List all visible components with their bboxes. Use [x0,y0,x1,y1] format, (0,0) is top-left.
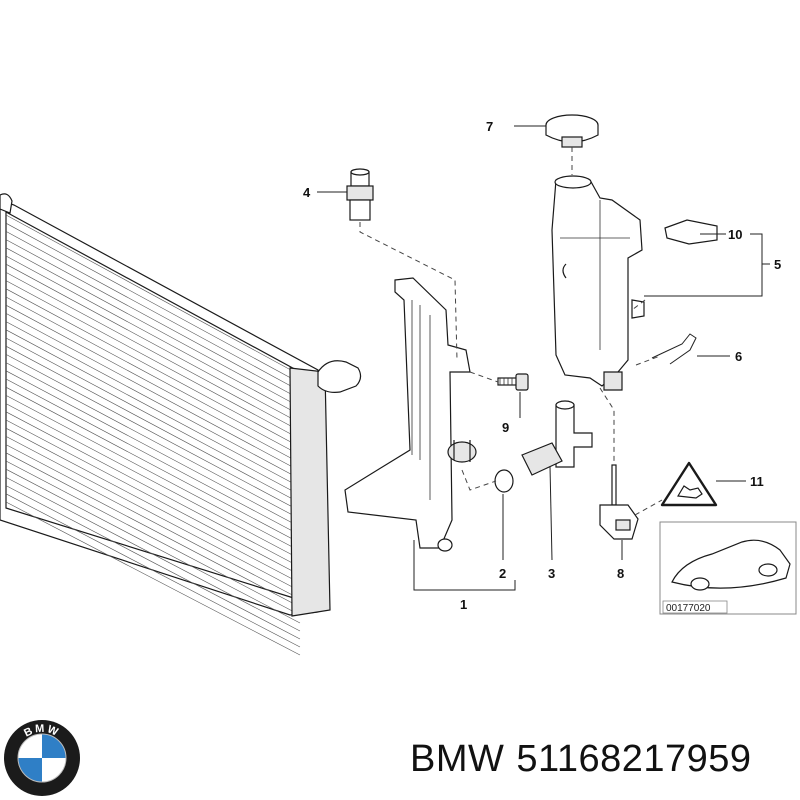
radiator-fin-line [5,419,301,576]
callout-2: 2 [499,566,506,581]
radiator-fin-line [5,296,301,456]
callout-7: 7 [486,119,493,134]
radiator-fin-line [5,370,301,528]
cap-part-7 [545,114,599,148]
callout-11: 11 [750,474,764,489]
radiator-fin-line [5,239,301,400]
screw-part-9 [497,373,529,391]
brand-name: BMW [410,738,505,780]
svg-text:BMW: BMW [22,723,61,740]
callout-labels: 1 2 3 4 5 6 7 8 9 10 11 [303,119,781,612]
radiator-fin-line [5,362,301,520]
radiator-fin-line [5,280,301,440]
elbow-connector-part-3 [521,400,593,476]
callout-10: 10 [728,227,742,242]
radiator-fin-line [5,411,301,568]
part-caption: BMW 51168217959 [410,738,752,781]
radiator-fin-line [5,288,301,448]
callout-1: 1 [460,597,467,612]
radiator-fin-line [5,378,301,536]
clip-part-10 [664,219,718,245]
radiator-fin-line [5,444,301,600]
radiator-fin-line [5,231,301,392]
radiator-fin-line [5,395,301,552]
radiator-fin-line [5,313,301,472]
bmw-logo: BMW [4,720,80,796]
radiator-fin-line [5,222,301,384]
radiator-fin-line [5,452,301,608]
radiator-fin-line [5,345,301,504]
o-ring-part-2 [494,469,514,493]
radiator-fin-line [5,386,301,544]
expansion-tank-part-5 [551,175,645,391]
radiator-fin-line [5,337,301,496]
radiator-fin-line [5,272,301,432]
radiator-fin-line [5,477,301,632]
radiator-fin-line [5,468,301,624]
radiator-fin-line [5,403,301,560]
callout-9: 9 [502,420,509,435]
rubber-mount-part-4 [346,168,374,221]
radiator-fin-line [5,501,301,656]
bracket-part-1 [344,277,477,552]
radiator-fin-line [5,460,301,616]
logo-text: BMW [22,723,59,740]
radiator-fin-line [5,255,301,416]
level-sensor-part-8 [599,464,639,540]
radiator-fin-line [5,493,301,648]
radiator-fin-line [5,485,301,640]
warning-label-part-11 [660,461,718,507]
radiator-fin-line [5,247,301,408]
callout-5: 5 [774,257,781,272]
callout-8: 8 [617,566,624,581]
radiator-fin-line [5,304,301,464]
radiator-fin-line [5,214,301,376]
radiator-fin-line [5,263,301,424]
radiator-fin-line [5,436,301,592]
leader-lines [317,125,770,591]
part-number: 51168217959 [516,738,752,780]
callout-4: 4 [303,185,311,200]
vehicle-reference-panel: 00177020 [659,521,797,615]
callout-3: 3 [548,566,555,581]
callout-6: 6 [735,349,742,364]
radiator-fin-line [5,329,301,488]
reference-code: 00177020 [666,603,711,614]
radiator [0,193,362,656]
radiator-fin-line [5,427,301,584]
wire-clip-part-6 [651,333,697,365]
radiator-fin-line [5,321,301,480]
radiator-fin-line [5,354,301,512]
